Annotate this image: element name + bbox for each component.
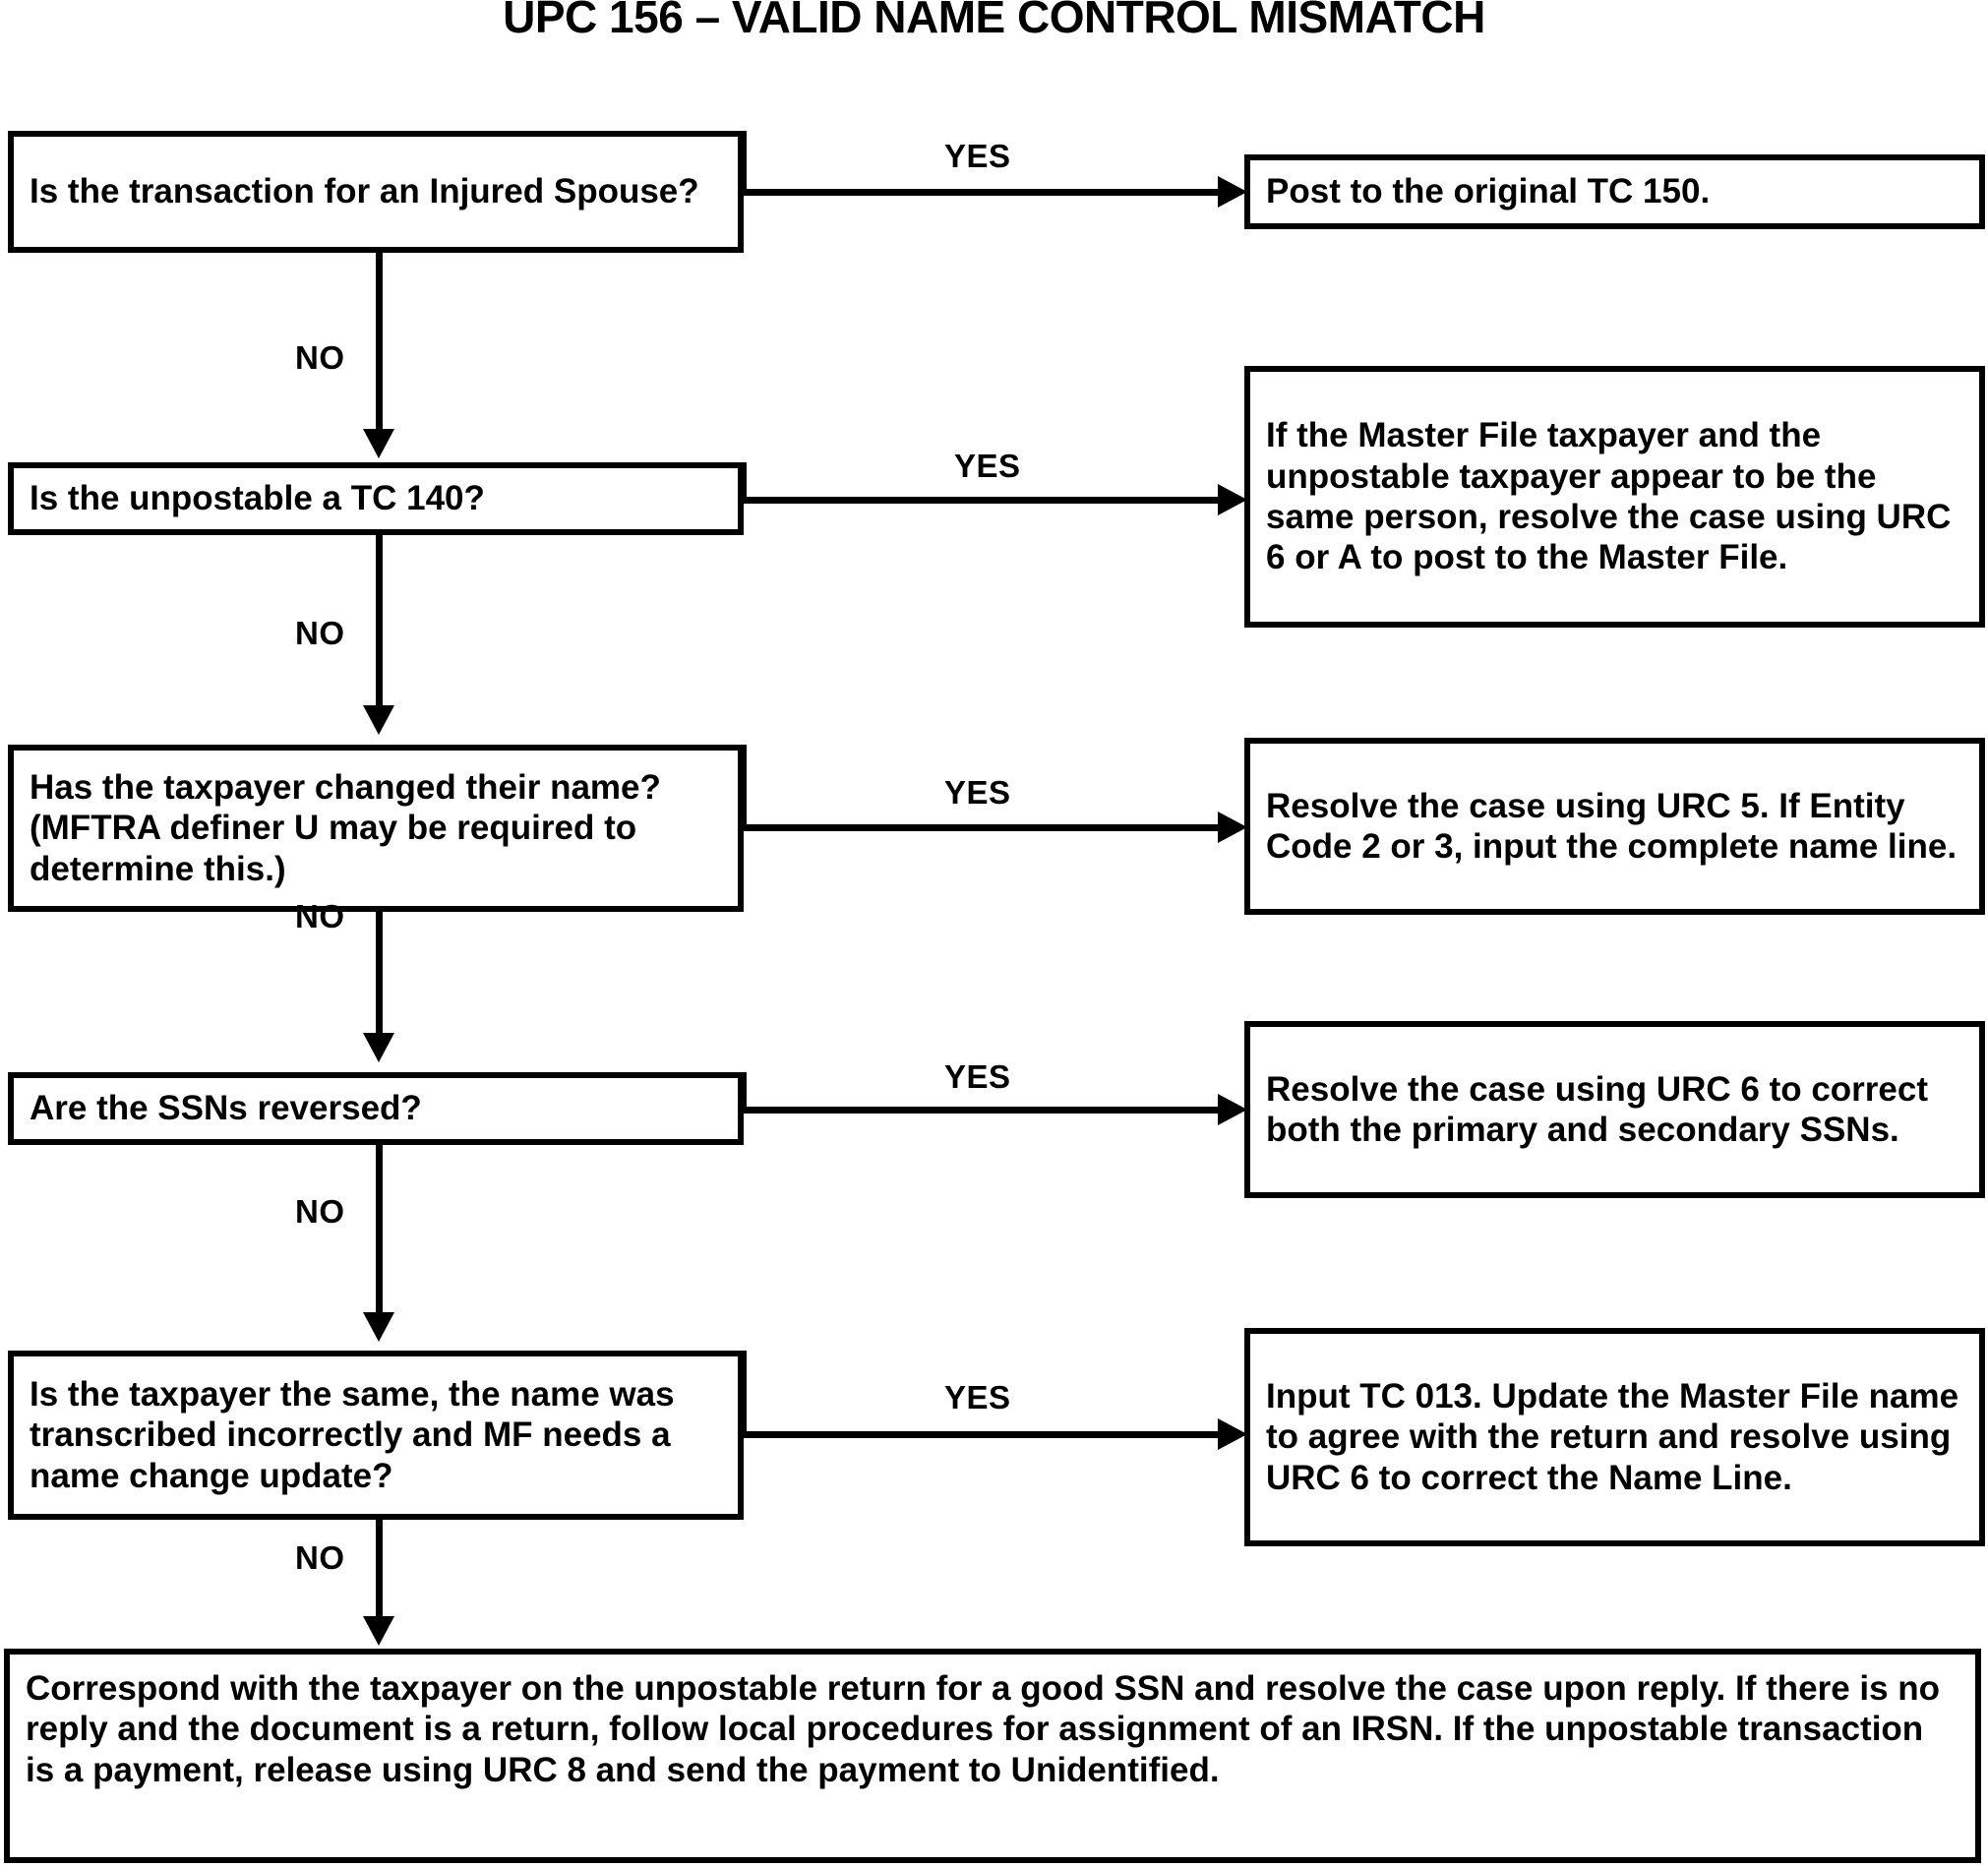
connector-yes-line-3 xyxy=(740,824,1222,831)
arrowhead-no-1 xyxy=(363,429,394,458)
action-text: Input TC 013. Update the Master File nam… xyxy=(1266,1377,1959,1497)
arrowhead-no-3 xyxy=(363,1033,394,1062)
action-text: If the Master File taxpayer and the unpo… xyxy=(1266,416,1952,577)
action-box-urc6-primary-secondary[interactable]: Resolve the case using URC 6 to correct … xyxy=(1244,1021,1985,1198)
decision-box-ssns-reversed[interactable]: Are the SSNs reversed? xyxy=(8,1072,744,1145)
arrowhead-no-4 xyxy=(363,1312,394,1342)
edge-label-no-3: NO xyxy=(295,898,345,934)
action-text: Resolve the case using URC 5. If Entity … xyxy=(1266,786,1958,866)
arrowhead-yes-5 xyxy=(1218,1418,1247,1450)
connector-yes-line-1 xyxy=(740,189,1222,196)
final-text: Correspond with the taxpayer on the unpo… xyxy=(26,1669,1941,1789)
connector-no-line-2 xyxy=(376,535,383,707)
decision-box-injured-spouse[interactable]: Is the transaction for an Injured Spouse… xyxy=(8,131,744,253)
decision-box-name-change-update[interactable]: Is the taxpayer the same, the name was t… xyxy=(8,1351,744,1520)
decision-text: Has the taxpayer changed their name? (MF… xyxy=(30,768,661,888)
edge-label-yes-2: YES xyxy=(954,448,1021,484)
connector-yes-line-4 xyxy=(740,1107,1222,1114)
decision-text: Is the taxpayer the same, the name was t… xyxy=(30,1375,675,1495)
connector-no-line-4 xyxy=(376,1145,383,1314)
decision-box-tc-140[interactable]: Is the unpostable a TC 140? xyxy=(8,462,744,535)
decision-text: Is the transaction for an Injured Spouse… xyxy=(30,172,699,211)
action-text: Post to the original TC 150. xyxy=(1266,172,1711,211)
edge-label-yes-5: YES xyxy=(944,1379,1011,1415)
arrowhead-no-2 xyxy=(363,705,394,735)
edge-label-yes-4: YES xyxy=(944,1058,1011,1095)
connector-yes-stub-3 xyxy=(740,745,747,829)
edge-label-yes-3: YES xyxy=(944,774,1011,811)
edge-label-no-1: NO xyxy=(295,339,345,376)
action-box-urc5-entity-code[interactable]: Resolve the case using URC 5. If Entity … xyxy=(1244,738,1985,915)
connector-yes-stub-2 xyxy=(740,462,747,504)
arrowhead-yes-4 xyxy=(1218,1094,1247,1125)
connector-yes-line-2 xyxy=(740,497,1222,504)
action-box-input-tc013[interactable]: Input TC 013. Update the Master File nam… xyxy=(1244,1328,1985,1546)
action-box-post-original-tc150[interactable]: Post to the original TC 150. xyxy=(1244,154,1985,229)
connector-yes-line-5 xyxy=(740,1431,1222,1438)
arrowhead-yes-2 xyxy=(1218,484,1247,515)
edge-label-yes-1: YES xyxy=(944,138,1011,174)
connector-yes-stub-4 xyxy=(740,1072,747,1114)
edge-label-no-5: NO xyxy=(295,1539,345,1576)
decision-text: Is the unpostable a TC 140? xyxy=(30,479,485,518)
edge-label-no-2: NO xyxy=(295,615,345,651)
arrowhead-yes-1 xyxy=(1218,176,1247,208)
connector-no-line-1 xyxy=(376,251,383,431)
arrowhead-yes-3 xyxy=(1218,812,1247,843)
decision-text: Are the SSNs reversed? xyxy=(30,1089,422,1128)
connector-yes-stub-5 xyxy=(740,1351,747,1437)
connector-no-line-3 xyxy=(376,912,383,1035)
connector-yes-stub-1 xyxy=(740,131,747,192)
page-title: UPC 156 – VALID NAME CONTROL MISMATCH xyxy=(503,0,1485,42)
edge-label-no-4: NO xyxy=(295,1193,345,1230)
action-text: Resolve the case using URC 6 to correct … xyxy=(1266,1069,1928,1149)
arrowhead-no-5 xyxy=(363,1616,394,1646)
action-box-same-person-urc6-a[interactable]: If the Master File taxpayer and the unpo… xyxy=(1244,366,1985,628)
connector-no-line-5 xyxy=(376,1520,383,1618)
decision-box-name-changed[interactable]: Has the taxpayer changed their name? (MF… xyxy=(8,745,744,912)
final-box-correspond-taxpayer[interactable]: Correspond with the taxpayer on the unpo… xyxy=(4,1649,1981,1863)
